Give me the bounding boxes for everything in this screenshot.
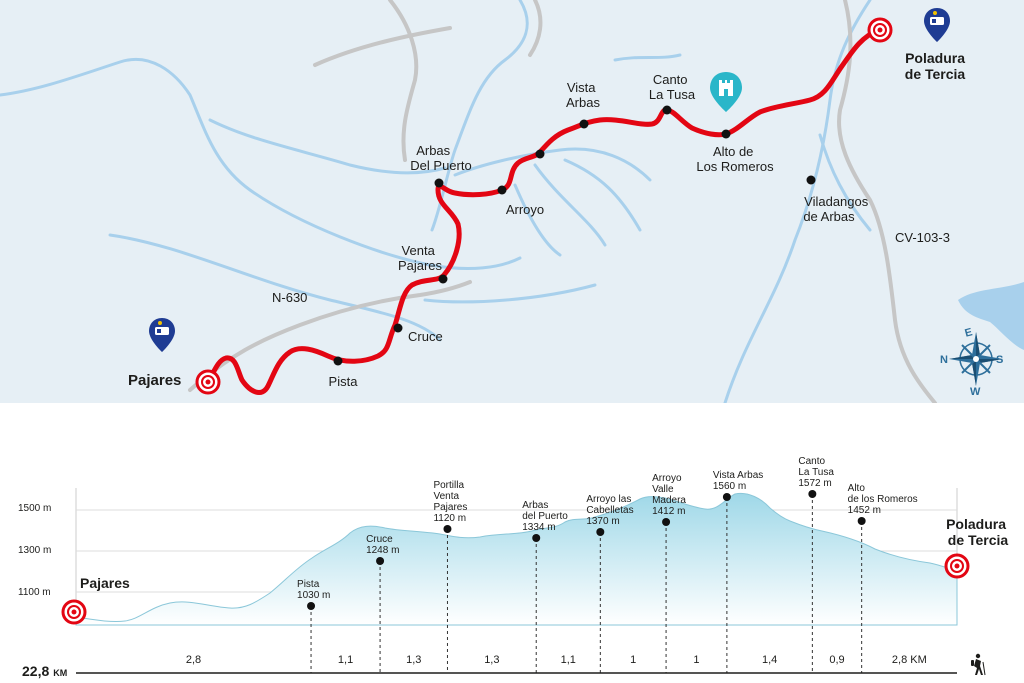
profile-end-label: Poladura de Tercia xyxy=(946,516,1010,548)
compass-south: S xyxy=(996,354,1003,366)
river xyxy=(0,57,522,270)
road-label-cv103: CV-103-3 xyxy=(895,230,950,245)
map-labels: Pajares Pista Cruce Venta Pajares Arbas … xyxy=(128,50,969,389)
segment-distance-label: 1 xyxy=(630,654,636,666)
castle-pin-icon xyxy=(710,72,742,112)
segment-distance-label: 2,8 KM xyxy=(892,654,927,666)
river xyxy=(563,158,642,232)
waypoint-dot xyxy=(579,119,589,129)
segment-distance-label: 1,3 xyxy=(484,654,499,666)
profile-point-dot xyxy=(857,517,866,525)
lodging-pin-icon xyxy=(149,318,175,352)
river xyxy=(208,118,447,175)
waypoint-dot xyxy=(497,185,507,195)
segment-distance-label: 1,1 xyxy=(561,654,576,666)
segment-distance-label: 1,1 xyxy=(338,654,353,666)
profile-point-dot xyxy=(307,602,316,610)
segment-labels: 2,8 1,1 1,3 1,3 1,1 1 1 1,4 0,9 2,8 KM xyxy=(186,654,927,666)
profile-start-label: Pajares xyxy=(80,575,130,591)
segment-distance-label: 2,8 xyxy=(186,654,201,666)
waypoint-dot xyxy=(333,356,343,366)
compass-west: W xyxy=(970,386,981,398)
route-map: Pajares Pista Cruce Venta Pajares Arbas … xyxy=(0,0,1024,403)
river xyxy=(453,147,652,182)
roads xyxy=(188,0,937,403)
road-n630 xyxy=(188,280,472,392)
compass-east: E xyxy=(964,326,974,339)
place-label-arbas-del-puerto: Arbas Del Puerto xyxy=(410,143,471,173)
place-label-cruce: Cruce xyxy=(408,329,443,344)
river xyxy=(818,133,872,232)
place-label-poladura: Poladura de Tercia xyxy=(905,50,969,82)
river xyxy=(513,183,562,257)
profile-point-dot xyxy=(722,493,731,501)
road xyxy=(388,0,419,162)
y-tick-label: 1300 m xyxy=(18,545,51,556)
segment-distance-label: 1,3 xyxy=(406,654,421,666)
profile-end-marker xyxy=(944,553,970,579)
profile-point-dot xyxy=(808,490,817,498)
y-tick-label: 1500 m xyxy=(18,503,51,514)
river xyxy=(533,163,607,247)
segment-distance-label: 1 xyxy=(693,654,699,666)
profile-point-dot xyxy=(376,557,385,565)
place-label-pista: Pista xyxy=(329,374,359,389)
place-label-pajares: Pajares xyxy=(128,372,181,389)
road xyxy=(528,0,543,57)
road xyxy=(313,26,452,67)
road-cv103 xyxy=(837,0,937,403)
profile-point-dot xyxy=(662,518,671,526)
place-label-vista-arbas: Vista Arbas xyxy=(566,80,600,110)
lake xyxy=(958,282,1024,350)
end-marker xyxy=(867,17,893,43)
river xyxy=(108,233,442,342)
hiker-icon xyxy=(971,653,986,676)
place-label-canto-la-tusa: Canto La Tusa xyxy=(649,72,696,102)
waypoint-dot xyxy=(438,274,448,284)
waypoint-dot xyxy=(535,149,545,159)
waypoint-dot xyxy=(721,129,731,139)
road-label-n630: N-630 xyxy=(272,290,307,305)
place-label-viladangos: Viladangos de Arbas xyxy=(803,194,872,224)
segment-distance-label: 1,4 xyxy=(762,654,777,666)
lodging-pin-icon xyxy=(924,8,950,42)
compass-rose-icon: E S W N xyxy=(940,326,1003,398)
profile-point-dot xyxy=(596,528,605,536)
start-marker xyxy=(195,369,221,395)
waypoints xyxy=(333,105,816,366)
profile-start-marker xyxy=(61,599,87,625)
place-label-arroyo: Arroyo xyxy=(506,202,544,217)
river xyxy=(423,283,597,304)
profile-y-axis: 1500 m 1300 m 1100 m xyxy=(18,503,51,598)
profile-point-dot xyxy=(532,534,541,542)
segment-distance-label: 0,9 xyxy=(829,654,844,666)
waypoint-dot xyxy=(662,105,672,115)
place-label-venta-pajares: Venta Pajares xyxy=(398,243,443,273)
waypoint-dot xyxy=(806,175,816,185)
elevation-area xyxy=(75,492,958,626)
profile-point-dot xyxy=(443,525,452,533)
compass-north: N xyxy=(940,354,948,366)
place-label-alto-de-los-romeros: Alto de Los Romeros xyxy=(696,144,774,174)
waypoint-dot xyxy=(393,323,403,333)
waypoint-dot xyxy=(434,178,444,188)
y-tick-label: 1100 m xyxy=(18,587,51,598)
river xyxy=(613,53,682,62)
